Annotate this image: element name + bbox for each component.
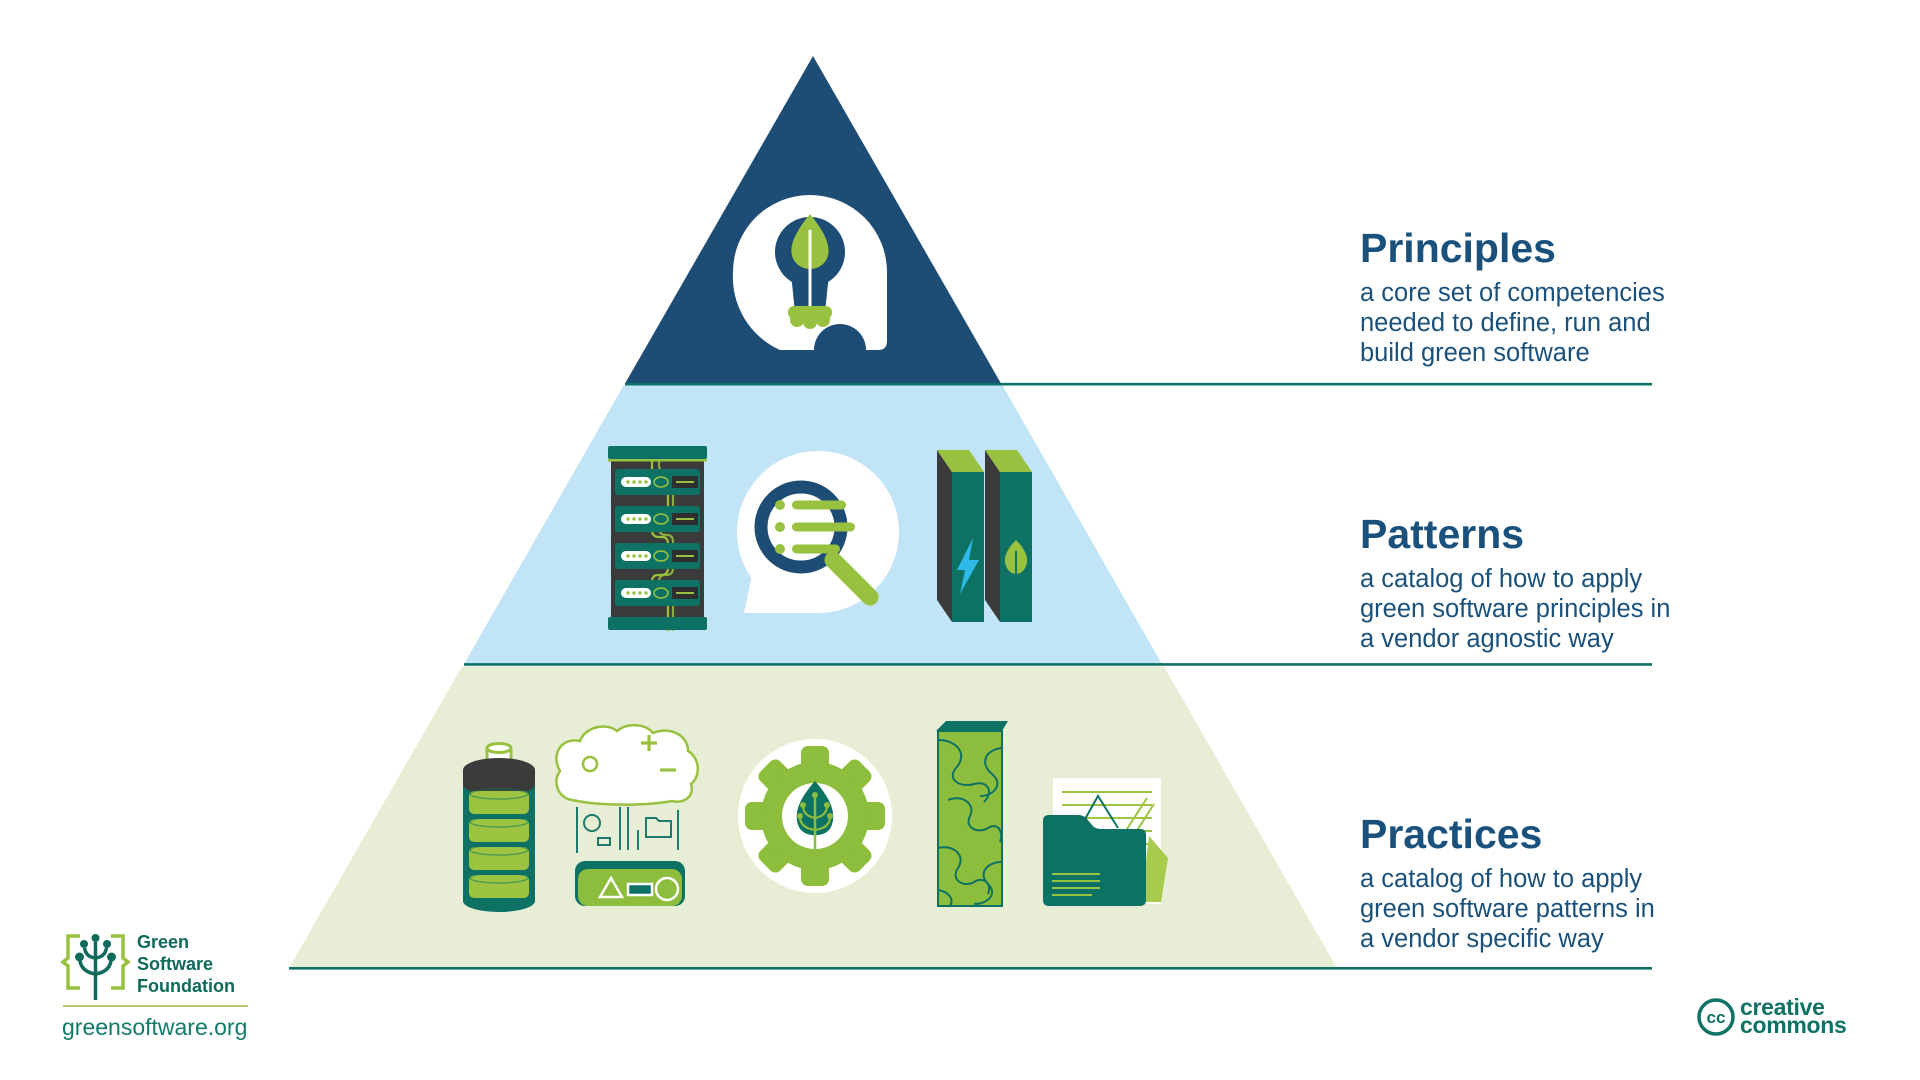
terrain-tower-icon: [936, 721, 1008, 907]
principles-description: a core set of competencies needed to def…: [1360, 278, 1680, 368]
practices-title: Practices: [1360, 811, 1543, 857]
gear-leaf-icon: [738, 739, 892, 893]
lightning-bolt-icon: [957, 538, 979, 594]
practices-description: a catalog of how to apply green software…: [1360, 864, 1680, 954]
lightbulb-leaf-icon: [732, 195, 887, 350]
patterns-text-block: Patterns a catalog of how to apply green…: [1360, 511, 1680, 654]
gsf-wordmark-line-1: Green: [137, 932, 190, 952]
practices-text-block: Practices a catalog of how to apply gree…: [1360, 811, 1680, 954]
principles-title: Principles: [1360, 225, 1556, 271]
cloud-devices-icon: [555, 724, 699, 906]
practices-desc-line-2: green software patterns in: [1360, 894, 1655, 923]
search-checklist-icon: [737, 451, 899, 613]
sprout-icon: [78, 942, 113, 1000]
cc-wordmark: creative commons: [1740, 994, 1847, 1038]
battery-icon: [463, 742, 535, 912]
brace-right: [111, 934, 131, 990]
practices-desc-line-3: a vendor specific way: [1360, 924, 1604, 953]
books-energy-leaf-icon: [937, 450, 1032, 622]
gsf-wordmark-line-2: Software: [137, 954, 214, 974]
cc-wordmark-line-1: creative: [1740, 994, 1825, 1020]
principles-desc-line-1: a core set of competencies: [1360, 278, 1665, 307]
cc-badge-icon: cc: [1697, 998, 1735, 1036]
patterns-description: a catalog of how to apply green software…: [1360, 564, 1680, 654]
gsf-logo-icon: [60, 934, 248, 1007]
patterns-desc-line-2: green software principles in: [1360, 594, 1671, 623]
principles-text-block: Principles a core set of competencies ne…: [1360, 225, 1680, 368]
patterns-title: Patterns: [1360, 511, 1525, 557]
gsf-wordmark-line-3: Foundation: [137, 976, 235, 996]
patterns-desc-line-1: a catalog of how to apply: [1360, 564, 1643, 593]
patterns-desc-line-3: a vendor agnostic way: [1360, 624, 1614, 653]
cc-badge-text: cc: [1707, 1008, 1726, 1027]
principles-desc-line-3: build green software: [1360, 338, 1590, 367]
gsf-wordmark: Green Software Foundation: [137, 931, 235, 997]
gsf-website-url: greensoftware.org: [62, 1014, 248, 1040]
folder-documents-icon: [1043, 778, 1168, 906]
device-diagram: [576, 807, 679, 853]
cc-wordmark-line-2: commons: [1740, 1011, 1847, 1038]
principles-desc-line-2: needed to define, run and: [1360, 308, 1651, 337]
practices-desc-line-1: a catalog of how to apply: [1360, 864, 1643, 893]
server-rack-icon: [608, 446, 707, 631]
brace-left: [60, 934, 80, 990]
